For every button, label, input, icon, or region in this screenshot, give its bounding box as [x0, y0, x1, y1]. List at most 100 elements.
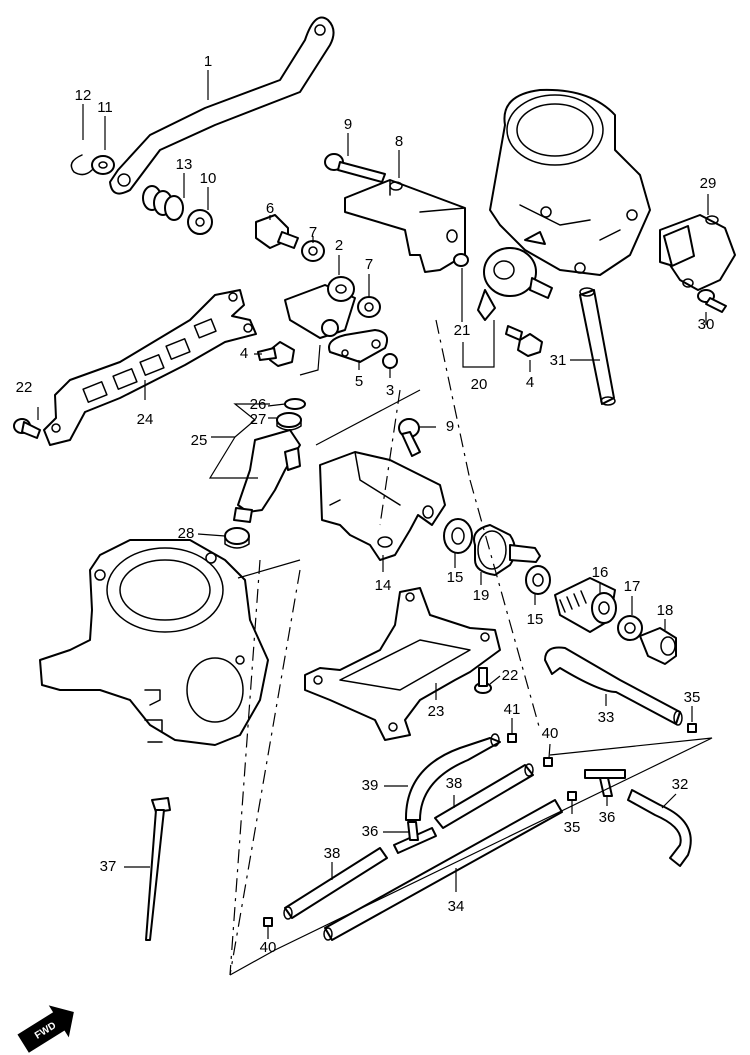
part-33-hose — [544, 646, 683, 726]
callout-38-upper: 38 — [446, 775, 463, 792]
callout-34: 34 — [448, 898, 465, 915]
callout-22-right: 22 — [502, 667, 519, 684]
part-11-washer — [91, 155, 115, 175]
callout-19: 19 — [473, 587, 490, 604]
callout-40-left: 40 — [260, 939, 277, 956]
callout-25: 25 — [191, 432, 208, 449]
part-25-injector — [233, 429, 301, 523]
assembly-outline-lines — [229, 319, 713, 976]
part-35-nipple-a — [687, 723, 697, 733]
leader-lines — [37, 70, 709, 939]
part-18-bolt — [639, 627, 677, 665]
part-17-washer — [617, 615, 643, 641]
callout-30: 30 — [698, 316, 715, 333]
callout-26: 26 — [250, 396, 267, 413]
part-13-spring — [142, 185, 184, 221]
part-4-bolt-right — [505, 325, 543, 357]
part-27-cap — [276, 412, 302, 431]
callout-20: 20 — [471, 376, 488, 393]
part-39-hose — [404, 733, 501, 821]
callout-2: 2 — [335, 237, 343, 254]
callout-36-right: 36 — [599, 809, 616, 826]
part-7-washer-b — [357, 296, 381, 318]
part-19-spacer — [473, 524, 541, 576]
part-22-bolt-left — [13, 418, 41, 439]
part-23-bracket — [304, 587, 501, 741]
part-35-nipple-b — [567, 791, 577, 801]
callout-15-b: 15 — [527, 611, 544, 628]
part-7-washer-a — [301, 240, 325, 262]
throttle-body-upper — [489, 88, 651, 276]
fwd-arrow-icon: FWD — [17, 1005, 74, 1053]
part-2-nozzle — [284, 276, 356, 339]
callout-7-a: 7 — [309, 224, 317, 241]
pressure-regulator — [477, 231, 553, 321]
callout-16: 16 — [592, 564, 609, 581]
callout-36-left: 36 — [362, 823, 379, 840]
part-8-bracket — [344, 179, 466, 273]
callout-32: 32 — [672, 776, 689, 793]
part-4-bolt-left — [257, 341, 295, 367]
callout-4-left: 4 — [240, 345, 248, 362]
callout-labels: 1 2 3 4 4 5 6 7 7 8 9 9 10 11 12 13 14 1… — [16, 53, 717, 956]
part-34-hose — [323, 799, 563, 941]
part-9-bolt-upper — [324, 153, 386, 183]
callout-9-lower: 9 — [446, 418, 454, 435]
part-9-bolt-lower — [398, 418, 421, 457]
part-38-hose-lower — [283, 847, 388, 920]
callout-35-a: 35 — [684, 689, 701, 706]
part-15-washer-b — [525, 565, 551, 595]
callout-15-a: 15 — [447, 569, 464, 586]
part-37-cable-tie — [145, 797, 171, 941]
callout-39: 39 — [362, 777, 379, 794]
callout-18: 18 — [657, 602, 674, 619]
callout-10: 10 — [200, 170, 217, 187]
part-1-link-arm — [109, 16, 335, 195]
callout-17: 17 — [624, 578, 641, 595]
callout-12: 12 — [75, 87, 92, 104]
part-28-seal — [224, 527, 250, 549]
part-21-o-ring — [453, 253, 469, 267]
part-30-screw — [697, 289, 727, 313]
callout-41: 41 — [504, 701, 521, 718]
callout-38-lower: 38 — [324, 845, 341, 862]
callout-40-right: 40 — [542, 725, 559, 742]
part-24-bracket — [43, 289, 257, 446]
part-29-sensor — [659, 214, 736, 291]
part-3-o-ring — [382, 353, 398, 369]
callout-31: 31 — [550, 352, 567, 369]
callout-5: 5 — [355, 373, 363, 390]
callout-35-b: 35 — [564, 819, 581, 836]
part-16-union — [554, 577, 617, 633]
part-31-hose — [579, 287, 616, 406]
part-38-hose-upper — [434, 763, 534, 829]
part-40-nipple-a — [543, 757, 553, 767]
callout-1: 1 — [204, 53, 212, 70]
callout-28: 28 — [178, 525, 195, 542]
callout-4-right: 4 — [526, 374, 534, 391]
callout-7-b: 7 — [365, 256, 373, 273]
part-12-clip — [70, 154, 93, 176]
callout-21: 21 — [454, 322, 471, 339]
callout-6: 6 — [266, 200, 274, 217]
callout-13: 13 — [176, 156, 193, 173]
part-36-t-joint-left — [393, 821, 437, 854]
part-15-washer-a — [443, 518, 473, 554]
part-6-bolt — [255, 214, 299, 249]
throttle-body-lower — [39, 539, 269, 746]
callout-29: 29 — [700, 175, 717, 192]
callout-33: 33 — [598, 709, 615, 726]
callout-22-left: 22 — [16, 379, 33, 396]
part-32-hose — [627, 789, 692, 867]
callout-9-upper: 9 — [344, 116, 352, 133]
part-40-nipple-b — [263, 917, 273, 927]
part-41-nipple — [507, 733, 517, 743]
part-26-o-ring — [284, 398, 306, 410]
callout-27: 27 — [250, 411, 267, 428]
part-22-bolt-right — [474, 667, 492, 694]
callout-14: 14 — [375, 577, 392, 594]
part-10-washer — [187, 209, 213, 235]
callout-11: 11 — [97, 99, 113, 116]
part-36-t-joint-right — [584, 769, 626, 797]
